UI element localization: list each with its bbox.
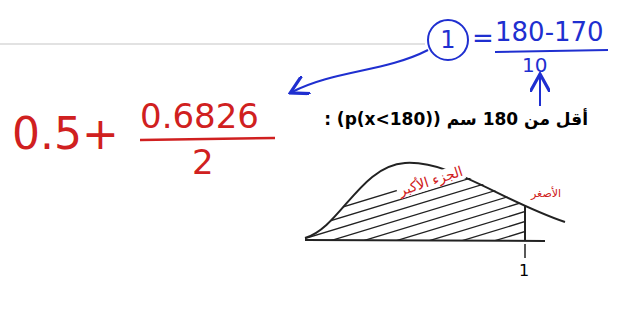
sum-term: 0.5+ [12,110,119,158]
numerator: 0.6826 [140,98,259,135]
cut-line [524,205,526,241]
hatching [300,150,530,300]
axis-value: 1 [519,262,529,280]
axis-line [305,240,545,241]
tick-mark [524,244,526,258]
fraction-bar [495,50,608,52]
pointer-arrow [539,76,541,106]
curved-arrow [292,50,428,92]
equals-sign: = [472,24,494,53]
callout-number: 1 [440,28,455,52]
denominator: 2 [192,144,214,181]
question-text: أقل من 180 سم (p(x<180)) : [324,110,588,129]
denominator: 10 [522,54,547,76]
region-label: الجزء الأكبر [395,163,467,199]
rule-line [0,43,425,45]
numerator: 180-170 [495,18,604,47]
fraction-bar [140,138,275,140]
region-label: الأصغر [529,188,563,200]
circled-number: 1 [427,19,469,61]
